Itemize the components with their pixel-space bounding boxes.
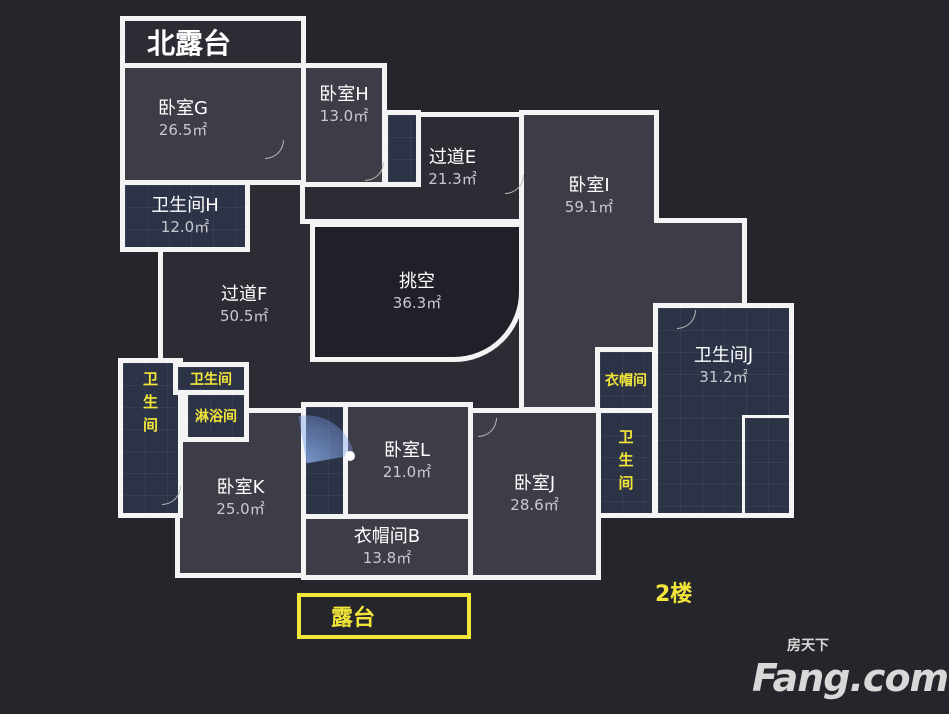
north-terrace: 北露台 <box>120 16 306 68</box>
atrium-void: 挑空 36.3㎡ <box>310 222 524 362</box>
closet-right: 衣帽间 <box>595 347 657 413</box>
floor-label: 2楼 <box>655 582 693 607</box>
terrace: 露台 <box>297 593 471 639</box>
hallway-f-label: 过道F 50.5㎡ <box>220 284 269 325</box>
viewpoint-dot <box>345 451 355 461</box>
shower-room: 淋浴间 <box>183 390 249 442</box>
bedroom-j: 卧室J 28.6㎡ <box>468 408 601 580</box>
watermark-logo: Fang.com <box>752 656 949 700</box>
shower-j <box>742 415 790 513</box>
bathroom-left: 卫生间 <box>118 358 183 518</box>
bathroom-right: 卫生间 <box>595 408 657 518</box>
bathroom-h: 卫生间H 12.0㎡ <box>120 180 250 252</box>
bedroom-i-bay <box>654 218 747 308</box>
bedroom-g: 卧室G 26.5㎡ <box>120 63 306 185</box>
closet-b: 衣帽间B 13.8㎡ <box>301 514 473 580</box>
watermark-cn: 房天下 <box>787 638 829 654</box>
bathroom-small: 卫生间 <box>173 362 249 395</box>
terrace-label: 露台 <box>331 606 376 631</box>
closet-h <box>383 110 421 187</box>
north-terrace-label: 北露台 <box>147 27 232 60</box>
